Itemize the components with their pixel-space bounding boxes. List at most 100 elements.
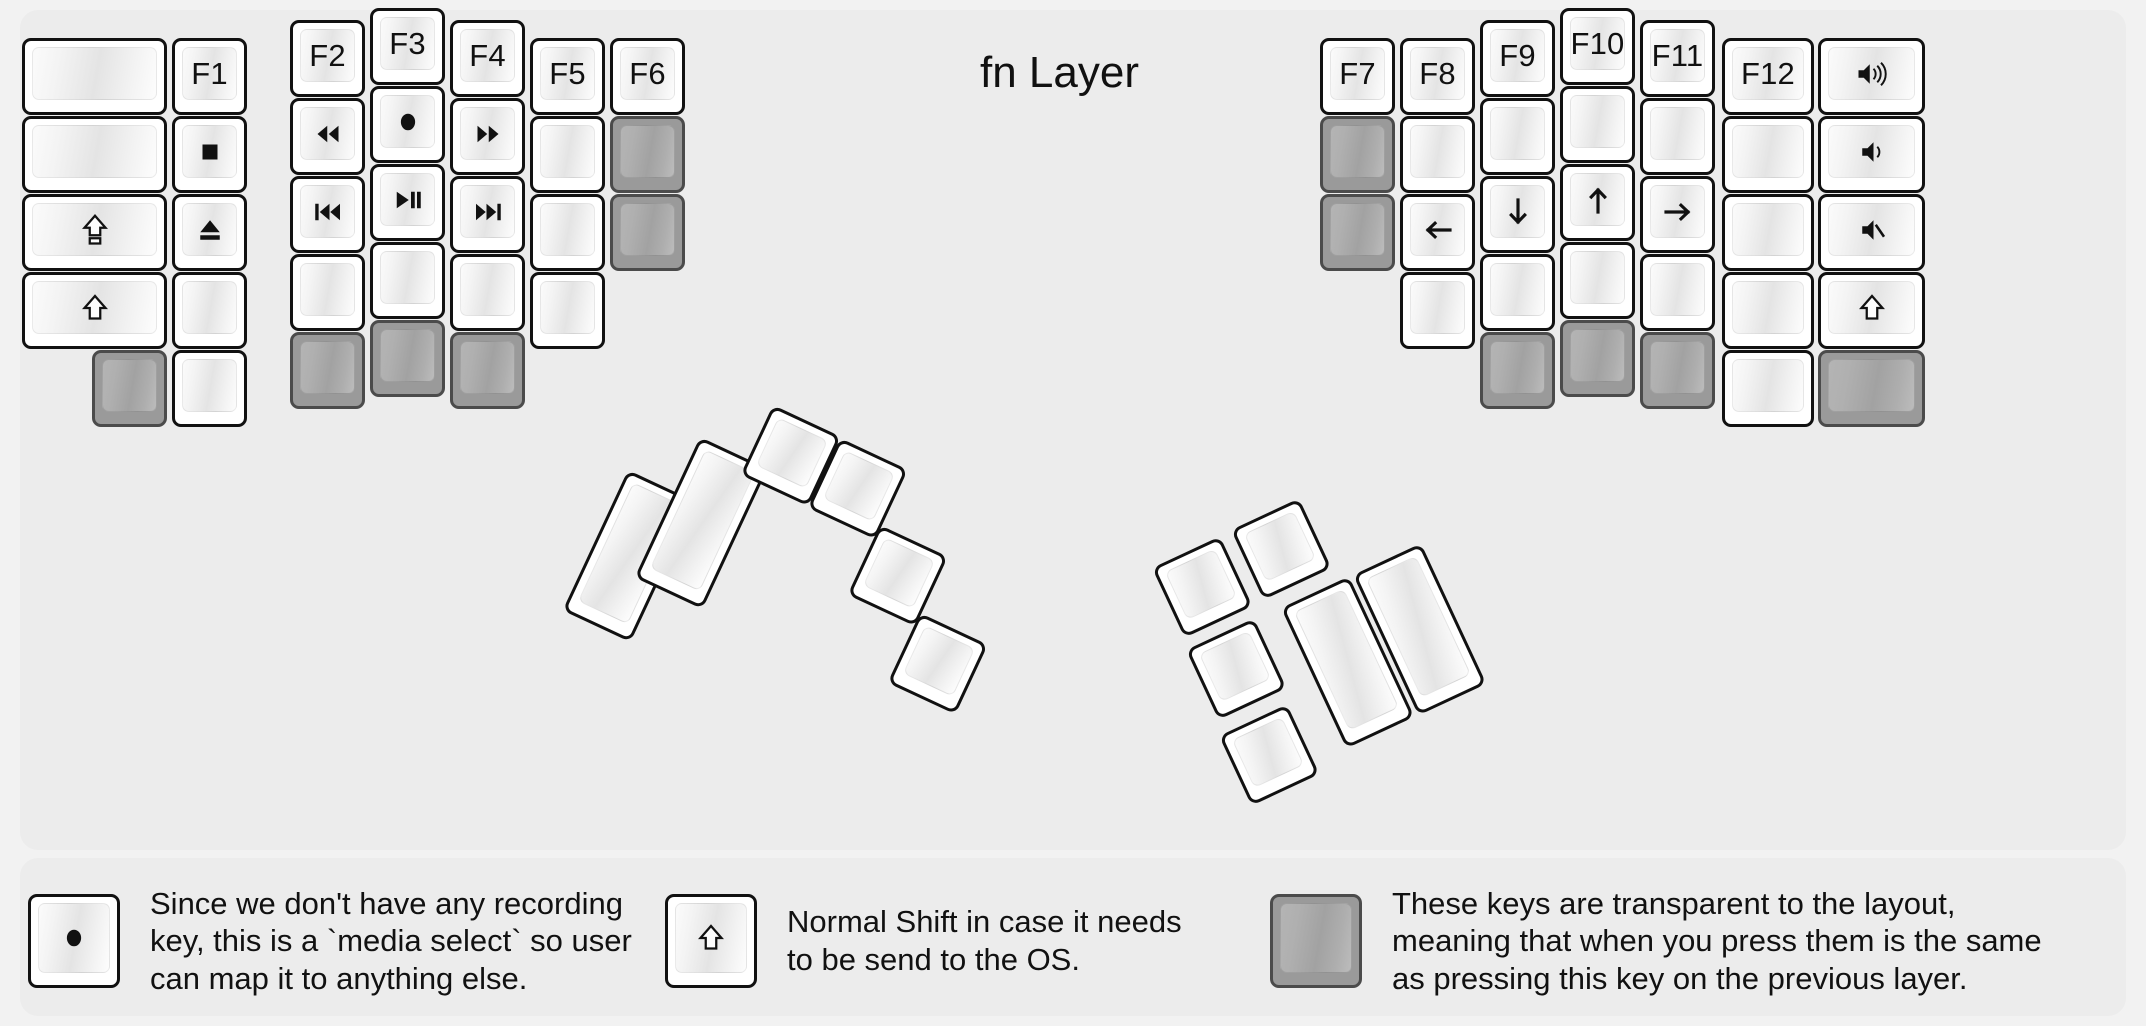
legend-key-2[interactable] bbox=[665, 894, 757, 988]
left-innermost-column-key-2[interactable] bbox=[610, 116, 685, 193]
legend-key-3[interactable] bbox=[1270, 894, 1362, 989]
key-cap bbox=[1828, 47, 1915, 100]
key-cap bbox=[380, 95, 435, 148]
left-middle-column-key-1[interactable]: F3 bbox=[370, 8, 445, 85]
key-glyph bbox=[310, 116, 346, 152]
right-outer-column-key-1[interactable] bbox=[1818, 38, 1925, 115]
left-outer-column-key-4[interactable] bbox=[22, 272, 167, 349]
right-outer-column-key-3[interactable] bbox=[1818, 194, 1925, 271]
key-cap bbox=[1828, 359, 1915, 412]
key-cap bbox=[1570, 95, 1625, 148]
left-index-column-key-1[interactable]: F4 bbox=[450, 20, 525, 97]
key-cap bbox=[1164, 548, 1238, 620]
right-index-column-key-3[interactable] bbox=[1480, 176, 1555, 253]
right-index-column-key-2[interactable] bbox=[1480, 98, 1555, 175]
left-index-column-key-4[interactable] bbox=[450, 254, 525, 331]
right-inner-column-key-4[interactable] bbox=[1400, 272, 1475, 349]
key-cap bbox=[380, 173, 435, 226]
left-ring-column-key-4[interactable] bbox=[290, 254, 365, 331]
key-glyph bbox=[56, 920, 92, 956]
right-innermost-column-key-2[interactable] bbox=[1320, 116, 1395, 193]
right-inner-column-key-1[interactable]: F8 bbox=[1400, 38, 1475, 115]
left-outer-column-key-1[interactable] bbox=[22, 38, 167, 115]
key-cap bbox=[540, 203, 595, 256]
key-glyph bbox=[390, 182, 426, 218]
left-middle-column-key-4[interactable] bbox=[370, 242, 445, 319]
key-glyph bbox=[310, 194, 346, 230]
right-middle-column-key-3[interactable] bbox=[1560, 164, 1635, 241]
left-pinky-column-key-1[interactable]: F1 bbox=[172, 38, 247, 115]
right-inner-column-key-2[interactable] bbox=[1400, 116, 1475, 193]
key-label: F5 bbox=[549, 56, 586, 91]
right-outer-column-key-4[interactable] bbox=[1818, 272, 1925, 349]
key-cap bbox=[1198, 630, 1272, 702]
right-inner-column-key-3[interactable] bbox=[1400, 194, 1475, 271]
right-index-column-key-5[interactable] bbox=[1480, 332, 1555, 409]
key-cap bbox=[38, 903, 110, 974]
page-title: fn Layer bbox=[980, 48, 1139, 97]
right-innermost-column-key-1[interactable]: F7 bbox=[1320, 38, 1395, 115]
left-inner-column-key-1[interactable]: F5 bbox=[530, 38, 605, 115]
key-cap bbox=[380, 329, 435, 382]
media-play-pause-icon bbox=[396, 191, 421, 208]
left-middle-column-key-5[interactable] bbox=[370, 320, 445, 397]
key-cap: F5 bbox=[540, 47, 595, 100]
media-stop-icon bbox=[202, 144, 217, 159]
left-inner-column-key-2[interactable] bbox=[530, 116, 605, 193]
legend-text: Since we don't have any recording key, t… bbox=[150, 885, 632, 997]
right-ring-column-key-3[interactable] bbox=[1640, 176, 1715, 253]
key-cap bbox=[540, 281, 595, 334]
right-index-column-key-4[interactable] bbox=[1480, 254, 1555, 331]
key-label: F8 bbox=[1419, 56, 1456, 91]
legend-text: Normal Shift in case it needs to be send… bbox=[787, 904, 1182, 977]
key-cap bbox=[300, 185, 355, 238]
right-outer-column-key-2[interactable] bbox=[1818, 116, 1925, 193]
right-pinky-column-key-3[interactable] bbox=[1722, 194, 1814, 271]
left-outer-column-key-5[interactable] bbox=[92, 350, 167, 427]
left-pinky-column-key-3[interactable] bbox=[172, 194, 247, 271]
right-ring-column-key-4[interactable] bbox=[1640, 254, 1715, 331]
key-cap bbox=[1410, 203, 1465, 256]
right-middle-column-key-4[interactable] bbox=[1560, 242, 1635, 319]
left-pinky-column-key-5[interactable] bbox=[172, 350, 247, 427]
right-index-column-key-1[interactable]: F9 bbox=[1480, 20, 1555, 97]
left-index-column-key-5[interactable] bbox=[450, 332, 525, 409]
right-outer-column-key-5[interactable] bbox=[1818, 350, 1925, 427]
key-cap bbox=[862, 537, 936, 609]
key-cap bbox=[182, 281, 237, 334]
right-pinky-column-key-1[interactable]: F12 bbox=[1722, 38, 1814, 115]
left-inner-column-key-3[interactable] bbox=[530, 194, 605, 271]
media-record-icon bbox=[400, 113, 415, 130]
left-ring-column-key-5[interactable] bbox=[290, 332, 365, 409]
left-outer-column-key-2[interactable] bbox=[22, 116, 167, 193]
left-ring-column-key-2[interactable] bbox=[290, 98, 365, 175]
right-pinky-column-key-4[interactable] bbox=[1722, 272, 1814, 349]
right-middle-column-key-2[interactable] bbox=[1560, 86, 1635, 163]
left-inner-column-key-4[interactable] bbox=[530, 272, 605, 349]
key-glyph bbox=[1660, 194, 1696, 230]
left-ring-column-key-3[interactable] bbox=[290, 176, 365, 253]
left-middle-column-key-2[interactable] bbox=[370, 86, 445, 163]
key-cap bbox=[1732, 359, 1804, 412]
right-middle-column-key-1[interactable]: F10 bbox=[1560, 8, 1635, 85]
right-ring-column-key-2[interactable] bbox=[1640, 98, 1715, 175]
right-middle-column-key-5[interactable] bbox=[1560, 320, 1635, 397]
left-middle-column-key-3[interactable] bbox=[370, 164, 445, 241]
key-label: F1 bbox=[191, 56, 228, 91]
left-outer-column-key-3[interactable] bbox=[22, 194, 167, 271]
left-pinky-column-key-4[interactable] bbox=[172, 272, 247, 349]
right-pinky-column-key-2[interactable] bbox=[1722, 116, 1814, 193]
left-innermost-column-key-3[interactable] bbox=[610, 194, 685, 271]
right-innermost-column-key-3[interactable] bbox=[1320, 194, 1395, 271]
right-ring-column-key-5[interactable] bbox=[1640, 332, 1715, 409]
key-cap bbox=[1650, 263, 1705, 316]
left-pinky-column-key-2[interactable] bbox=[172, 116, 247, 193]
right-ring-column-key-1[interactable]: F11 bbox=[1640, 20, 1715, 97]
left-ring-column-key-1[interactable]: F2 bbox=[290, 20, 365, 97]
left-index-column-key-2[interactable] bbox=[450, 98, 525, 175]
legend-key-1[interactable] bbox=[28, 894, 120, 989]
left-index-column-key-3[interactable] bbox=[450, 176, 525, 253]
right-pinky-column-key-5[interactable] bbox=[1722, 350, 1814, 427]
left-innermost-column-key-1[interactable]: F6 bbox=[610, 38, 685, 115]
key-cap bbox=[32, 203, 157, 256]
